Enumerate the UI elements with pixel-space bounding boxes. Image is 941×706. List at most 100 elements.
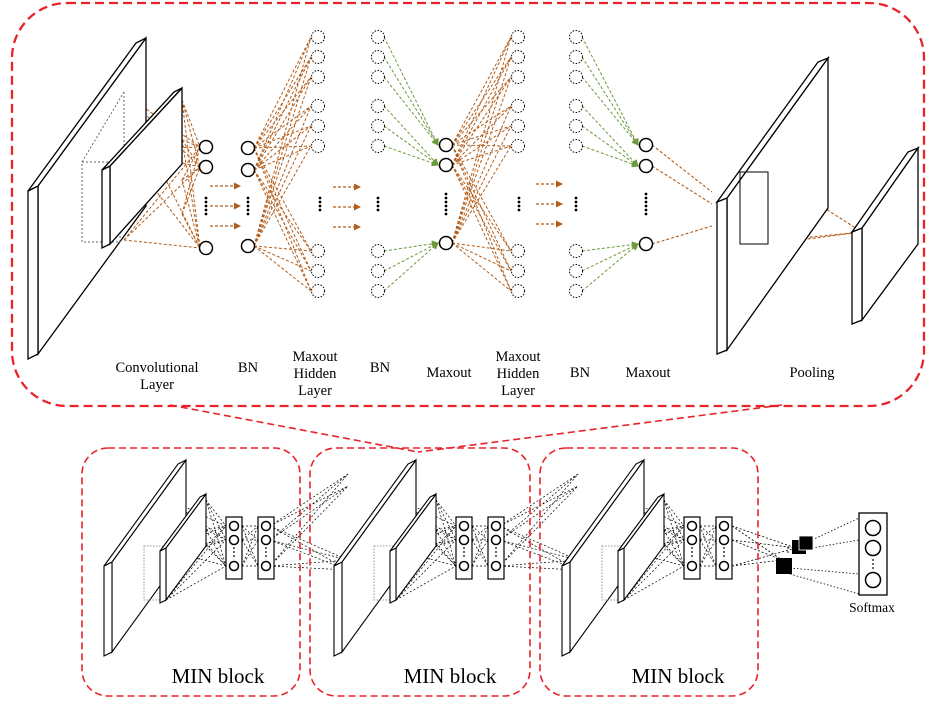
min-block-frame-2 (309, 447, 531, 697)
mini-receptive-field (601, 545, 623, 601)
maxout-hidden-connection (451, 164, 512, 272)
conv-connection (181, 139, 201, 249)
vertical-dots-icon (495, 551, 497, 553)
mini-neuron (228, 520, 240, 532)
mini-connection (435, 499, 457, 567)
conv-connection (123, 146, 201, 241)
bn-hidden-connection (253, 245, 312, 272)
label-bn-2: BN (370, 360, 391, 376)
vertical-dots-icon (644, 204, 648, 208)
bn-hidden-connection (253, 56, 312, 171)
bn-hidden-connection (253, 105, 312, 247)
maxout-hidden-connection (451, 164, 512, 252)
vertical-dots-icon (444, 212, 448, 216)
vertical-dots-icon (644, 208, 648, 212)
inter-block-connection (269, 485, 349, 541)
hidden-neuron (311, 119, 325, 133)
bn-neuron (371, 284, 385, 298)
mini-neuron (228, 534, 240, 546)
label-maxout-hidden-2b: Hidden (497, 366, 540, 382)
vertical-dots-icon (463, 555, 465, 557)
vertical-dots-icon (872, 567, 874, 569)
bn-maxout2-connection (581, 105, 639, 167)
mini-connection (663, 525, 685, 547)
vertical-dots-icon (723, 547, 725, 549)
detail-frame (10, 1, 926, 408)
label-convolutional-2: Layer (140, 377, 174, 393)
bn-neuron (569, 119, 583, 133)
vertical-dots-icon (463, 547, 465, 549)
mini-neuron (228, 560, 240, 572)
softmax-neuron (864, 519, 882, 537)
vertical-dots-icon (204, 200, 208, 204)
maxout-hidden-connection (451, 242, 512, 292)
vertical-dots-icon (204, 212, 208, 216)
hidden-neuron (311, 30, 325, 44)
mini-connection (395, 565, 457, 601)
final-connection (731, 539, 783, 561)
bn-neuron (569, 70, 583, 84)
bn-maxout2-connection (581, 125, 639, 167)
mini-neuron (686, 560, 698, 572)
hidden-neuron (311, 244, 325, 258)
bn-maxout-connection (383, 125, 439, 166)
bn-maxout-connection (383, 240, 439, 252)
vertical-dots-icon (517, 204, 521, 208)
maxout-neuron (638, 158, 654, 174)
vertical-dots-icon (574, 204, 578, 208)
vertical-dots-icon (265, 551, 267, 553)
mini-input-map-side (333, 561, 343, 657)
vertical-dots-icon (723, 555, 725, 557)
min-block-frame-1 (81, 447, 301, 697)
vertical-dots-icon (872, 559, 874, 561)
vertical-dots-icon (204, 196, 208, 200)
maxout-neuron (638, 236, 654, 252)
bn-neuron (371, 119, 385, 133)
vertical-dots-icon (376, 196, 380, 200)
min-block-labels: MIN block MIN block MIN block Softmax (172, 600, 895, 688)
bn-neuron (569, 30, 583, 44)
vertical-dots-icon (376, 200, 380, 204)
inter-block-connection (499, 485, 579, 541)
vertical-dots-icon (444, 204, 448, 208)
bn-neuron (569, 99, 583, 113)
top-ellipses (204, 192, 648, 216)
mini-connection (699, 525, 717, 541)
mini-connection (241, 539, 259, 567)
maxout-hidden-connection (451, 125, 512, 244)
bn-hidden-connection (253, 105, 312, 171)
bn-neuron (240, 238, 256, 254)
vertical-dots-icon (463, 551, 465, 553)
bn-maxout-connection (383, 242, 439, 272)
vertical-dots-icon (495, 555, 497, 557)
maxout-hidden-connection (451, 36, 512, 244)
mini-conv-map-side (159, 547, 167, 604)
mini-connection (663, 499, 685, 567)
hidden-neuron (511, 284, 525, 298)
conv-connection (181, 166, 201, 215)
mini-connection (241, 539, 259, 567)
mini-connection (205, 525, 227, 547)
vertical-dots-icon (644, 196, 648, 200)
bn-maxout2-connection (581, 76, 639, 146)
maxout-hidden-connection (451, 36, 512, 166)
bn-hidden-connection (253, 145, 312, 171)
maxout-hidden-connection (451, 105, 512, 146)
bn-hidden-connection (253, 125, 312, 171)
mini-neuron (686, 534, 698, 546)
bn-neuron (371, 50, 385, 64)
vertical-dots-icon (444, 196, 448, 200)
bn-maxout-connection (383, 56, 439, 146)
mini-connection (699, 525, 717, 567)
maxout-hidden-connection (451, 56, 512, 166)
mini-connection (205, 499, 227, 567)
pooling-input-map (715, 55, 830, 355)
maxout-neuron (638, 137, 654, 153)
bn-hidden-connection (253, 56, 312, 149)
label-maxout-hidden-1b: Hidden (294, 366, 337, 382)
mini-connection (663, 499, 685, 527)
mini-input-map-side (561, 561, 571, 657)
top-neurons (198, 30, 654, 298)
bn-hidden-connection (253, 169, 312, 272)
mini-connection (435, 529, 457, 567)
